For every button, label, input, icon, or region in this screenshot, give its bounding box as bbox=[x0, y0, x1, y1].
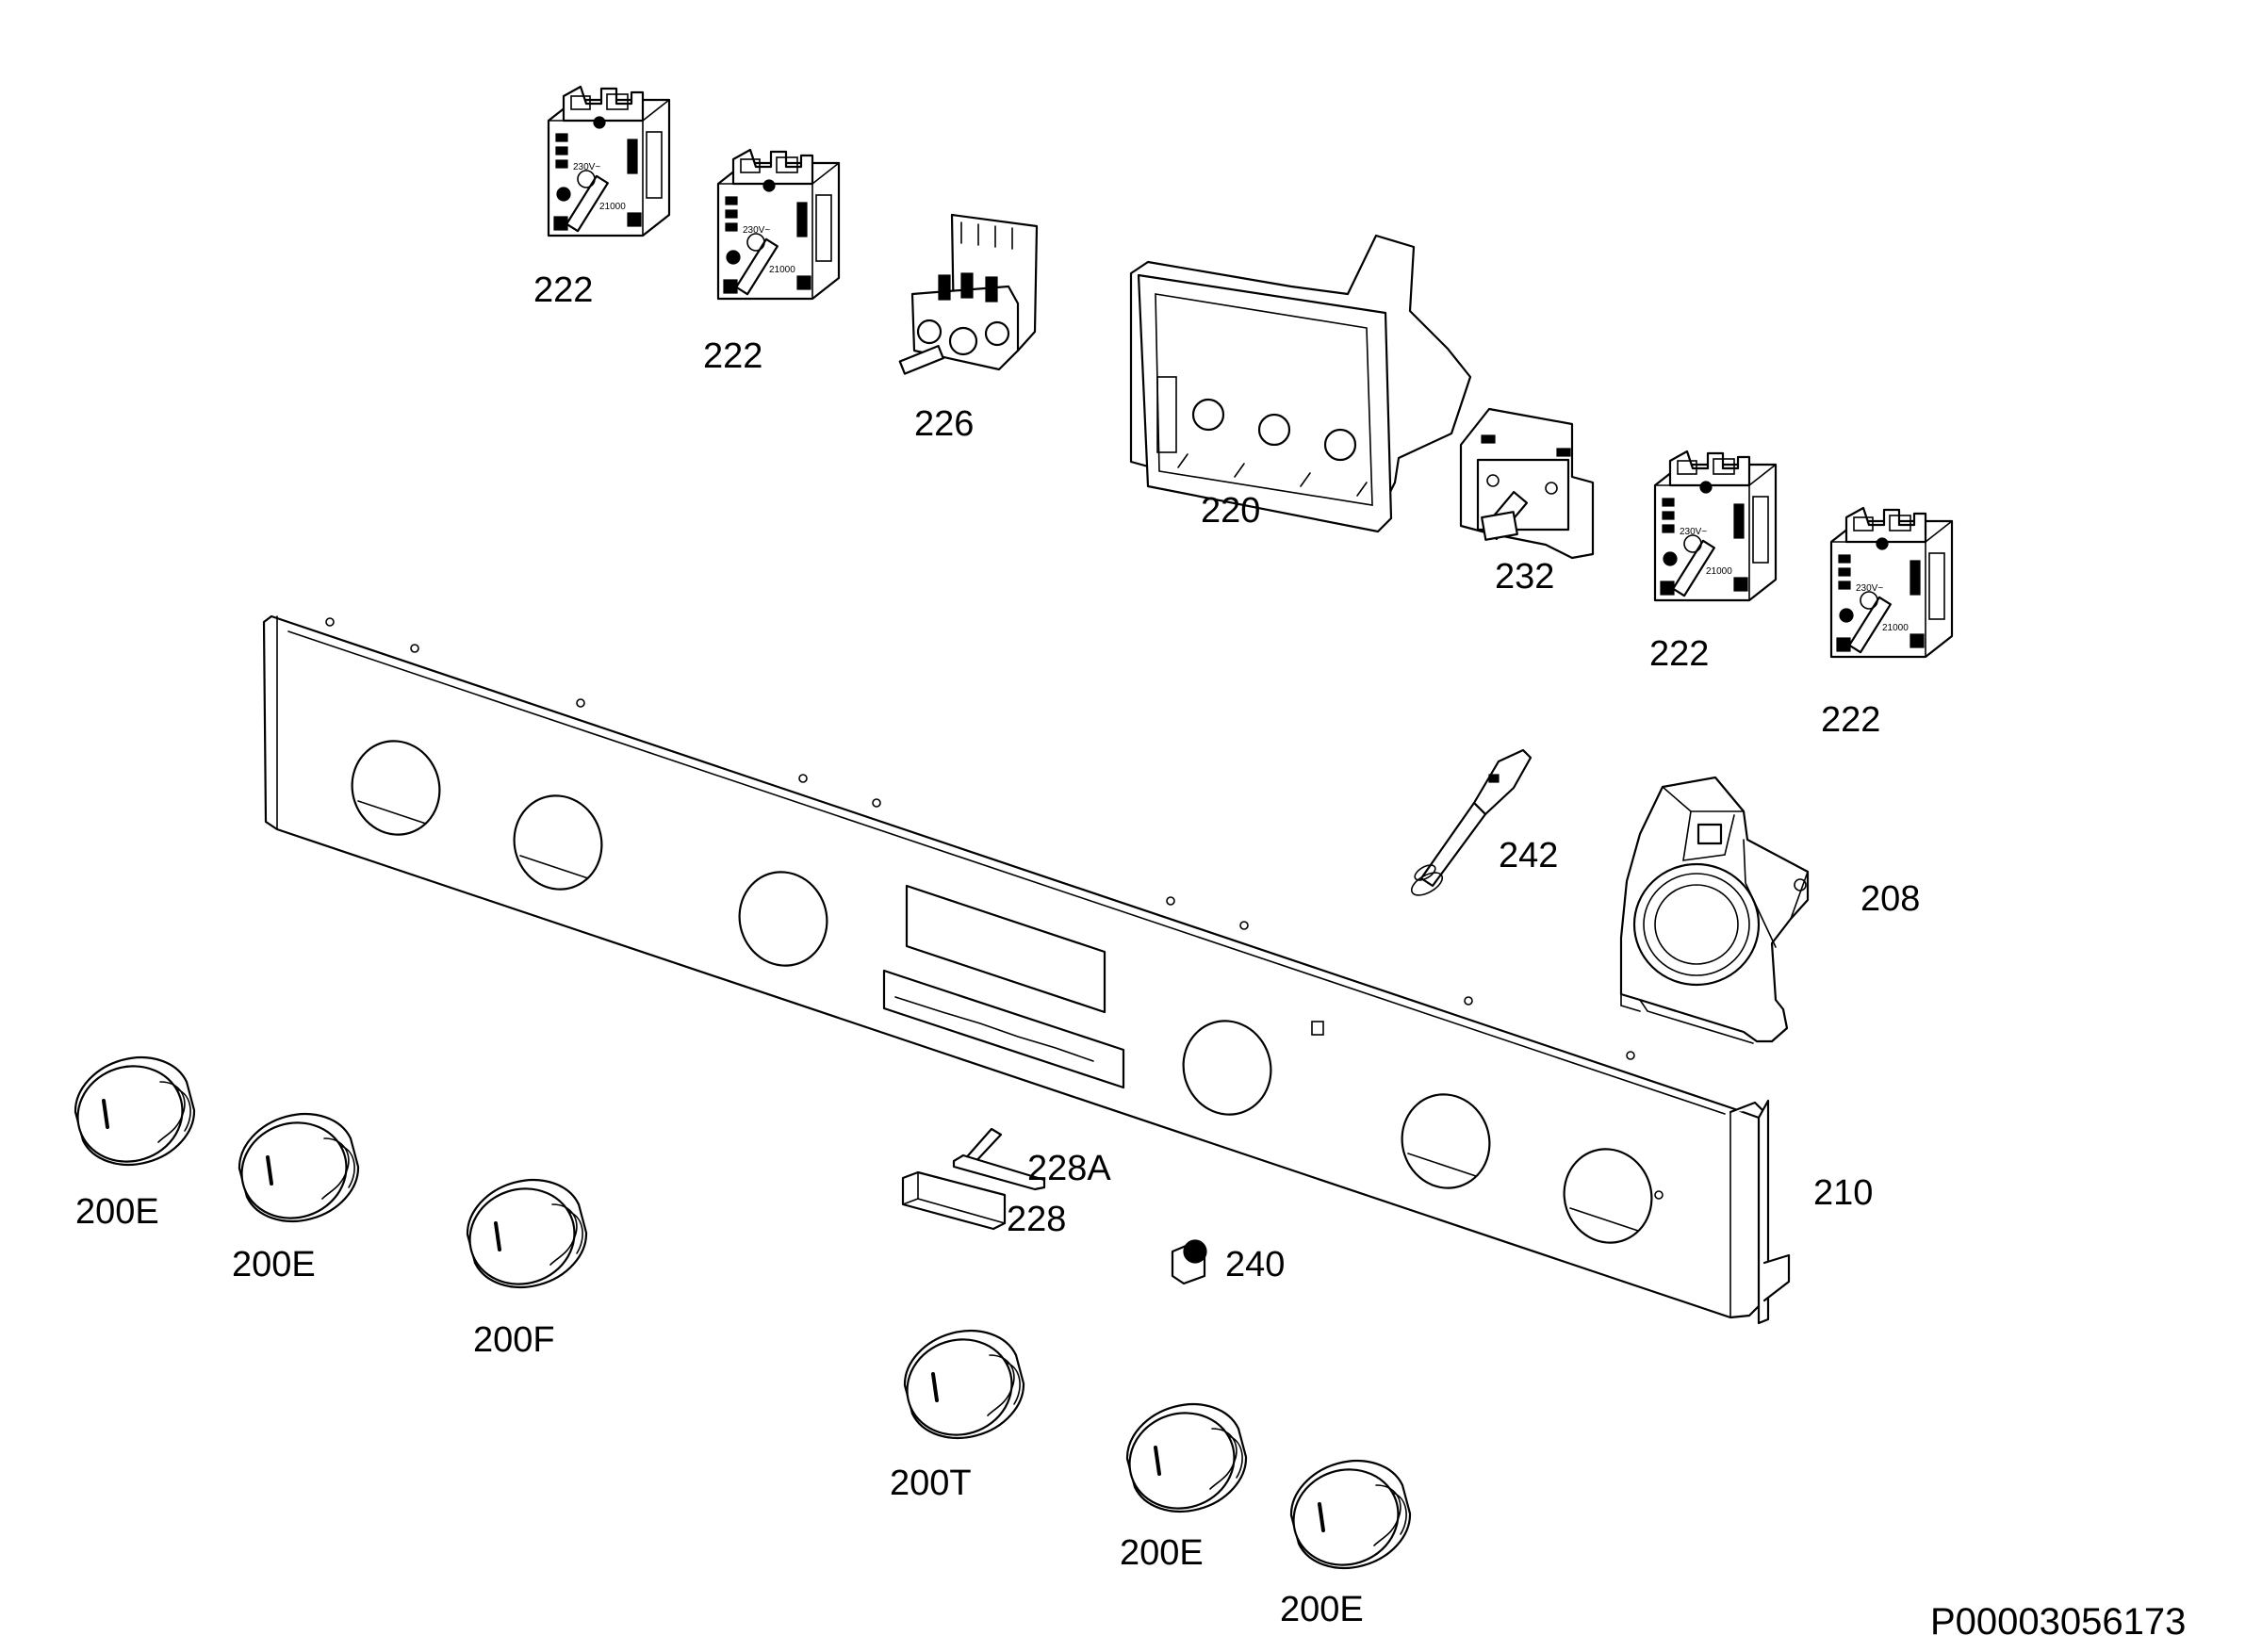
control-knob-part bbox=[1279, 1454, 1413, 1580]
callout-label: 220 bbox=[1201, 491, 1260, 531]
callout-label: 232 bbox=[1495, 557, 1554, 597]
energy-regulator-part bbox=[716, 148, 841, 301]
callout-label: 200F bbox=[473, 1320, 555, 1360]
switch-bracket-part bbox=[1459, 407, 1595, 560]
callout-label: 200E bbox=[232, 1245, 316, 1284]
selector-switch-part bbox=[898, 213, 1039, 375]
callout-label: 200E bbox=[1280, 1590, 1364, 1629]
knob-housing-part bbox=[1619, 776, 1810, 1044]
callout-label: 222 bbox=[533, 270, 593, 310]
control-knob-part bbox=[227, 1107, 361, 1234]
callout-label: 200T bbox=[890, 1464, 972, 1503]
clip-part bbox=[952, 1127, 1046, 1191]
callout-label: 200E bbox=[1120, 1533, 1204, 1573]
callout-label: 242 bbox=[1499, 836, 1558, 875]
slide-part bbox=[901, 1170, 1007, 1231]
callout-label: 210 bbox=[1813, 1173, 1873, 1213]
callout-label: 200E bbox=[75, 1192, 159, 1232]
document-id: P00003056173 bbox=[1930, 1601, 2186, 1643]
energy-regulator-part bbox=[547, 85, 671, 237]
control-knob-part bbox=[893, 1324, 1026, 1450]
control-knob-part bbox=[1115, 1398, 1249, 1524]
display-housing-part bbox=[1129, 234, 1472, 533]
callout-label: 240 bbox=[1225, 1245, 1285, 1284]
callout-label: 208 bbox=[1860, 879, 1920, 919]
control-panel-part bbox=[262, 614, 1791, 1325]
energy-regulator-part bbox=[1829, 506, 1954, 659]
callout-label: 222 bbox=[1821, 700, 1880, 740]
callout-label: 222 bbox=[1649, 634, 1709, 674]
igniter-part bbox=[1410, 748, 1533, 896]
control-knob-part bbox=[455, 1173, 589, 1300]
callout-label: 226 bbox=[914, 404, 974, 444]
energy-regulator-part bbox=[1653, 450, 1778, 602]
callout-label: 228 bbox=[1007, 1200, 1066, 1239]
callout-label: 222 bbox=[703, 336, 762, 376]
callout-label: 228A bbox=[1027, 1149, 1111, 1188]
lamp-part bbox=[1171, 1239, 1207, 1285]
control-knob-part bbox=[63, 1051, 197, 1177]
